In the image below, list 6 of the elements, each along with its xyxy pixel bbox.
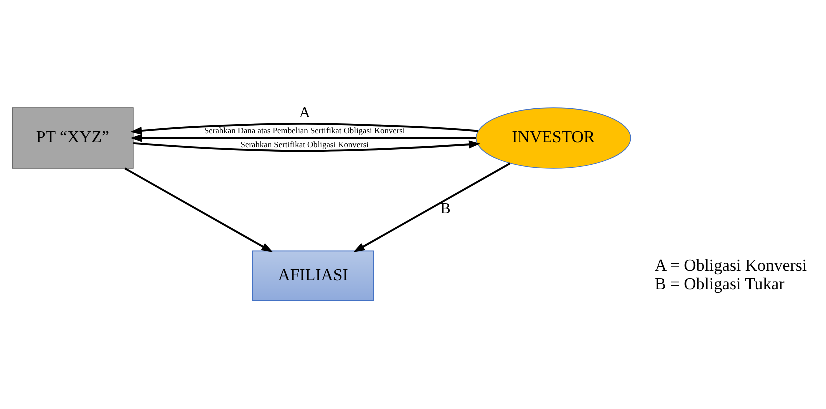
edge-label: B: [440, 200, 451, 218]
edge-label: A: [299, 104, 310, 122]
edge-label: Serahkan Sertifikat Obligasi Konversi: [240, 140, 369, 150]
label: B = Obligasi Tukar: [655, 274, 785, 294]
edge-label: Serahkan Dana atas Pembelian Sertifikat Obligasi Konversi: [204, 126, 406, 136]
label: A = Obligasi Konversi: [655, 256, 808, 276]
